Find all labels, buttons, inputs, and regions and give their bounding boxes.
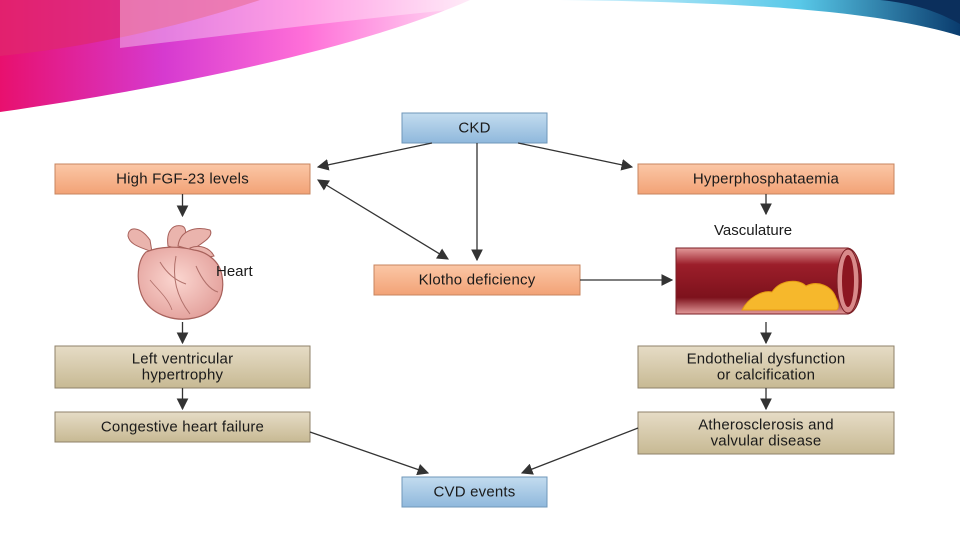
header-decoration bbox=[0, 0, 960, 112]
node-klotho-deficiency: Klotho deficiency bbox=[373, 264, 581, 296]
node-cvd-events-text: CVD events bbox=[433, 483, 515, 500]
node-ckd: CKD bbox=[401, 112, 548, 144]
arrow-ckd-to-hyperphos bbox=[517, 142, 634, 171]
node-endo-line2: or calcification bbox=[717, 366, 815, 383]
node-high-fgf23: High FGF-23 levels bbox=[54, 163, 311, 195]
node-left-ventricular-hypertrophy: Left ventricular hypertrophy bbox=[54, 345, 311, 389]
node-endothelial-dysfunction: Endothelial dysfunction or calcification bbox=[637, 345, 895, 389]
node-athero-line1: Atherosclerosis and bbox=[698, 416, 834, 433]
node-cvd-events: CVD events bbox=[401, 476, 548, 508]
arrow-fgf23-klotho bbox=[317, 179, 449, 260]
heart-illustration bbox=[127, 225, 224, 320]
node-lvh-line2: hypertrophy bbox=[142, 366, 224, 383]
arrow-ckd-to-fgf23 bbox=[316, 142, 433, 171]
node-ckd-text: CKD bbox=[458, 119, 490, 136]
node-chf-text: Congestive heart failure bbox=[101, 418, 264, 435]
node-high-fgf23-text: High FGF-23 levels bbox=[116, 170, 249, 187]
arrows bbox=[176, 142, 772, 476]
node-hyperphosphataemia: Hyperphosphataemia bbox=[637, 163, 895, 195]
vessel-illustration bbox=[675, 247, 862, 315]
node-congestive-heart-failure: Congestive heart failure bbox=[54, 411, 311, 443]
vasculature-label: Vasculature bbox=[714, 222, 792, 239]
arrow-chf-to-cvd bbox=[309, 431, 430, 476]
heart-label: Heart bbox=[216, 263, 254, 280]
node-athero-line2: valvular disease bbox=[711, 432, 822, 449]
node-atherosclerosis: Atherosclerosis and valvular disease bbox=[637, 411, 895, 455]
node-lvh-line1: Left ventricular bbox=[132, 350, 234, 367]
arrow-athero-to-cvd bbox=[520, 427, 639, 475]
node-hyperphosphataemia-text: Hyperphosphataemia bbox=[693, 170, 840, 187]
node-endo-line1: Endothelial dysfunction bbox=[687, 350, 846, 367]
node-klotho-deficiency-text: Klotho deficiency bbox=[419, 271, 536, 288]
